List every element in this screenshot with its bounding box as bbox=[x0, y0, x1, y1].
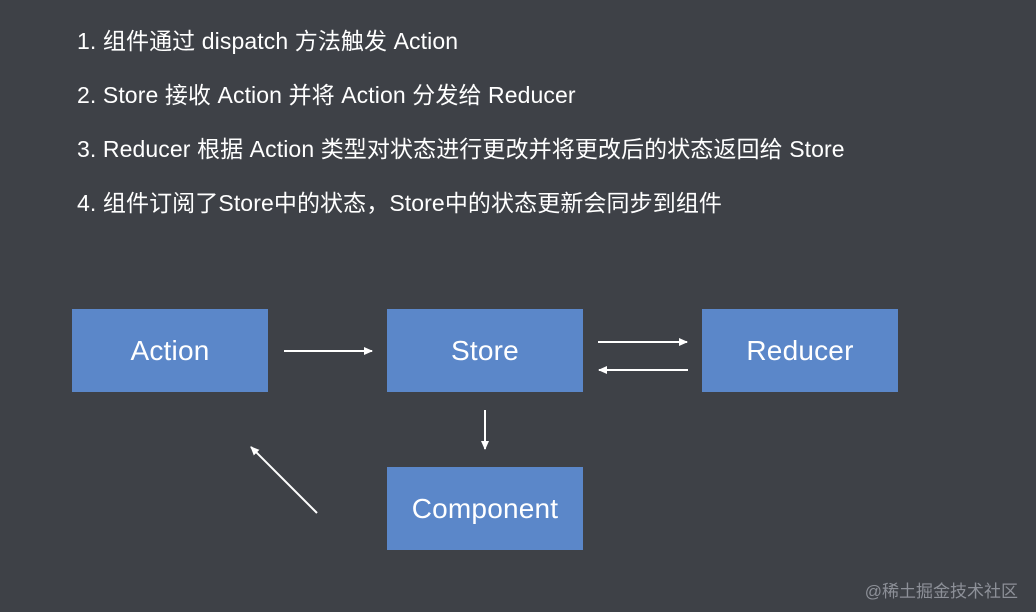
step-4-text: 4. 组件订阅了Store中的状态，Store中的状态更新会同步到组件 bbox=[77, 190, 723, 216]
watermark: @稀土掘金技术社区 bbox=[864, 582, 1018, 601]
arrow-component-to-action bbox=[250, 446, 318, 514]
step-3-text: 3. Reducer 根据 Action 类型对状态进行更改并将更改后的状态返回… bbox=[77, 136, 845, 162]
reducer-node: Reducer bbox=[702, 309, 898, 392]
store-node: Store bbox=[387, 309, 583, 392]
reducer-node-label: Reducer bbox=[746, 334, 854, 366]
component-node: Component bbox=[387, 467, 583, 550]
store-node-label: Store bbox=[451, 334, 519, 366]
action-node-label: Action bbox=[130, 334, 210, 366]
action-node: Action bbox=[72, 309, 268, 392]
component-node-label: Component bbox=[411, 492, 559, 524]
step-1-text: 1. 组件通过 dispatch 方法触发 Action bbox=[77, 28, 459, 54]
step-2-text: 2. Store 接收 Action 并将 Action 分发给 Reducer bbox=[77, 82, 576, 108]
